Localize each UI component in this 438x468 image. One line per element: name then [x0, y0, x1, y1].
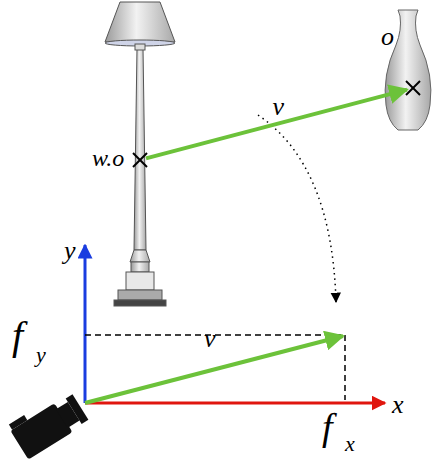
axis-label: x	[392, 392, 404, 418]
x-axis	[85, 402, 385, 405]
marked-object: w.o	[134, 154, 146, 166]
dotted-arrow	[258, 115, 336, 302]
vector-arrow	[146, 90, 407, 159]
vector-label: v	[273, 94, 285, 120]
axis-label: f	[322, 408, 333, 446]
point-label: w.o	[92, 146, 124, 170]
point-label: o	[381, 24, 394, 50]
axis-label: y	[36, 344, 46, 366]
cross-marker	[133, 81, 420, 167]
marked-object: o	[407, 82, 419, 94]
camera-icon	[7, 388, 89, 460]
axis-label: v	[204, 326, 216, 352]
axis-label: x	[345, 433, 355, 455]
axis-label: f	[12, 316, 23, 356]
projection-line	[344, 335, 346, 400]
axis-label: y	[64, 238, 76, 264]
y-axis	[84, 245, 87, 403]
